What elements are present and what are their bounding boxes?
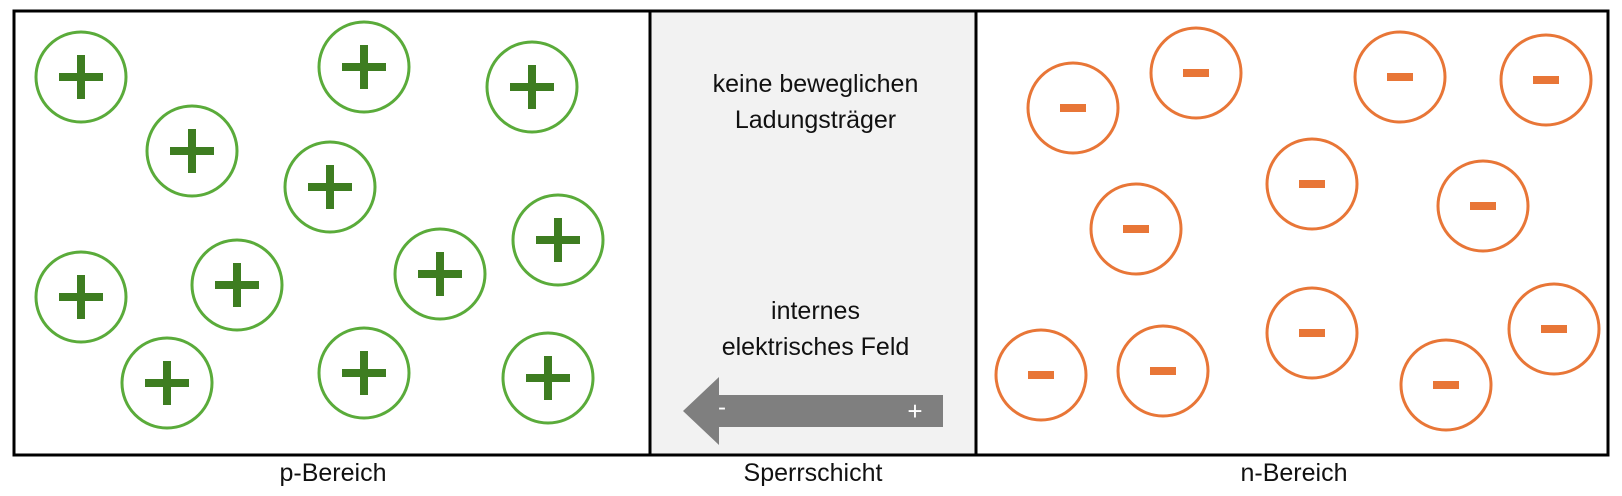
arrow-left-icon [683,377,943,445]
field-arrow: - + [683,377,943,445]
minus-circle-icon [994,328,1088,422]
minus-circle-icon [1499,33,1593,127]
no-carriers-line-2: Ladungsträger [734,106,897,134]
minus-circle-icon [1089,182,1183,276]
n-region-ions [994,26,1601,432]
plus-circle-icon [120,336,214,430]
plus-circle-icon [283,140,377,234]
plus-circle-icon [317,20,411,114]
arrow-plus-label: + [907,396,922,426]
minus-circle-icon [1116,324,1210,418]
minus-circle-icon [1353,30,1447,124]
plus-circle-icon [501,331,595,425]
plus-circle-icon [393,227,487,321]
n-region-label: n-Bereich [1240,459,1348,487]
outer-frame [12,9,1610,457]
minus-circle-icon [1399,338,1493,432]
plus-circle-icon [190,238,284,332]
plus-circle-icon [511,193,605,287]
depletion-zone-background [650,11,976,455]
no-carriers-line-1: keine beweglichen [712,70,919,98]
minus-circle-icon [1149,26,1243,120]
p-region-ions [34,20,605,430]
plus-circle-icon [145,104,239,198]
p-region-label: p-Bereich [279,459,387,487]
no-carriers-text: keine beweglichen Ladungsträger [653,66,978,138]
minus-circle-icon [1265,286,1359,380]
plus-circle-icon [485,40,579,134]
arrow-minus-label: - [718,394,726,421]
internal-field-line-2: elektrisches Feld [721,333,910,361]
plus-circle-icon [34,30,128,124]
minus-circle-icon [1026,61,1120,155]
depletion-zone-label: Sperrschicht [743,459,883,487]
internal-field-line-1: internes [771,297,860,325]
internal-field-text: internes elektrisches Feld [653,293,978,365]
minus-circle-icon [1265,137,1359,231]
plus-circle-icon [34,250,128,344]
minus-circle-icon [1436,159,1530,253]
plus-circle-icon [317,326,411,420]
minus-circle-icon [1507,282,1601,376]
